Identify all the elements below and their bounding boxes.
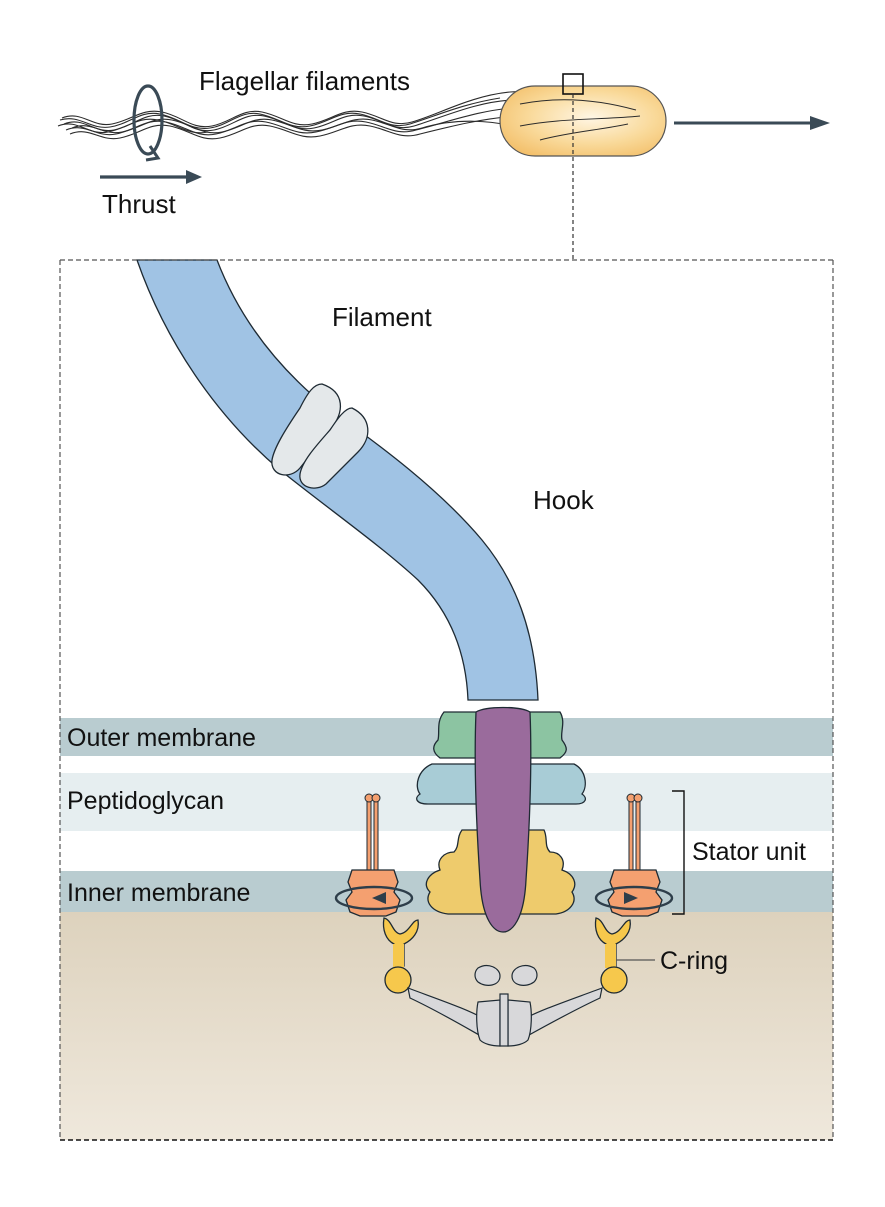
stator-unit-right bbox=[607, 793, 663, 917]
c-ring-left bbox=[382, 917, 419, 994]
filament-label: Filament bbox=[332, 302, 432, 332]
outer-membrane-label: Outer membrane bbox=[67, 724, 256, 752]
c-ring-label: C-ring bbox=[660, 947, 728, 975]
thrust-arrow-icon bbox=[100, 170, 202, 184]
filament-collar bbox=[271, 383, 369, 489]
cytoplasm bbox=[60, 912, 833, 1140]
export-apparatus bbox=[407, 964, 603, 1047]
rod bbox=[474, 706, 532, 933]
bacterium-overview: Thrust Flagellar filaments bbox=[57, 66, 830, 260]
c-ring-right bbox=[594, 917, 631, 994]
rotation-arrow-icon bbox=[132, 84, 164, 162]
stator-unit-label: Stator unit bbox=[692, 838, 806, 866]
filament-anchors bbox=[519, 99, 641, 141]
stator-rotation-right-icon bbox=[594, 885, 674, 911]
peptidoglycan-label: Peptidoglycan bbox=[67, 787, 224, 815]
stator-rotation-left-icon bbox=[334, 885, 414, 911]
hook-label: Hook bbox=[533, 485, 595, 515]
stator-unit-left bbox=[345, 793, 401, 917]
thrust-label: Thrust bbox=[102, 189, 176, 219]
inner-membrane-label: Inner membrane bbox=[67, 879, 250, 907]
flagellar-filament-bundle bbox=[57, 90, 626, 140]
movement-arrow-icon bbox=[674, 116, 830, 130]
flagellar-filaments-label: Flagellar filaments bbox=[199, 66, 410, 96]
stator-bracket bbox=[672, 790, 685, 915]
zoom-panel: Filament Hook Outer membrane Peptidoglyc… bbox=[59, 259, 834, 1141]
bacterial-cell-body bbox=[499, 85, 667, 157]
